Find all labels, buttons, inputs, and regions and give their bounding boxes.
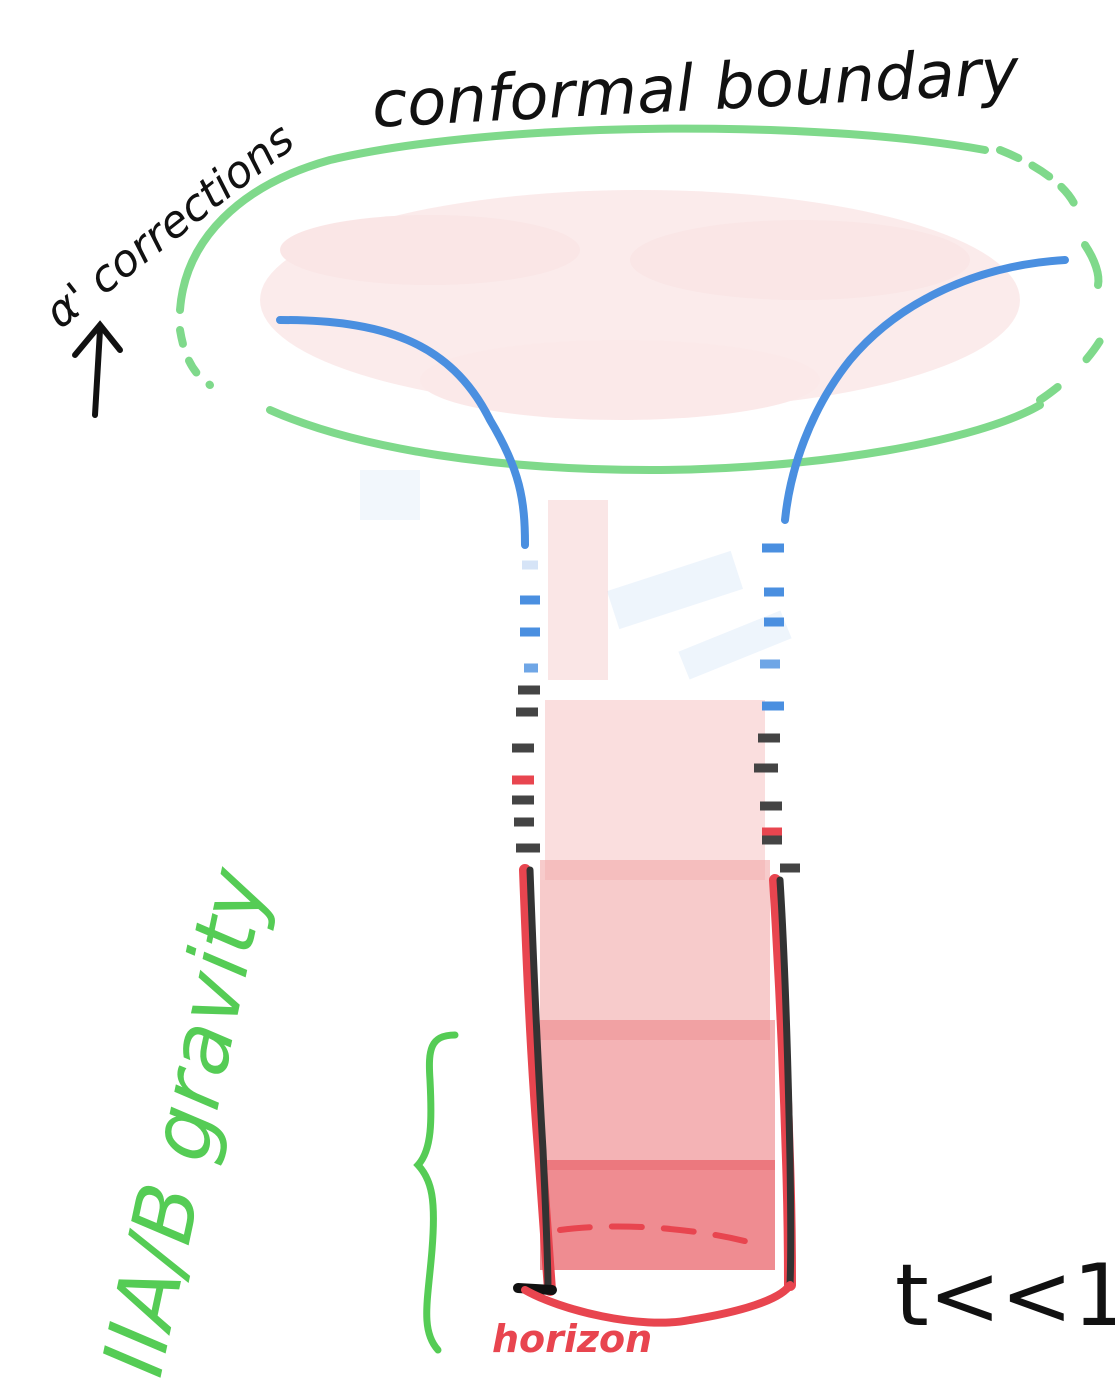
regime-label: t<<1 [895,1246,1115,1346]
horizon-label: horizon [492,1317,652,1361]
bulk-shading-top [260,190,1020,420]
gravity-label: IIA/B gravity [84,859,287,1384]
throat-wall-left-dashed [512,565,540,848]
gravity-brace [418,1035,455,1350]
corrections-arrow [75,325,120,415]
